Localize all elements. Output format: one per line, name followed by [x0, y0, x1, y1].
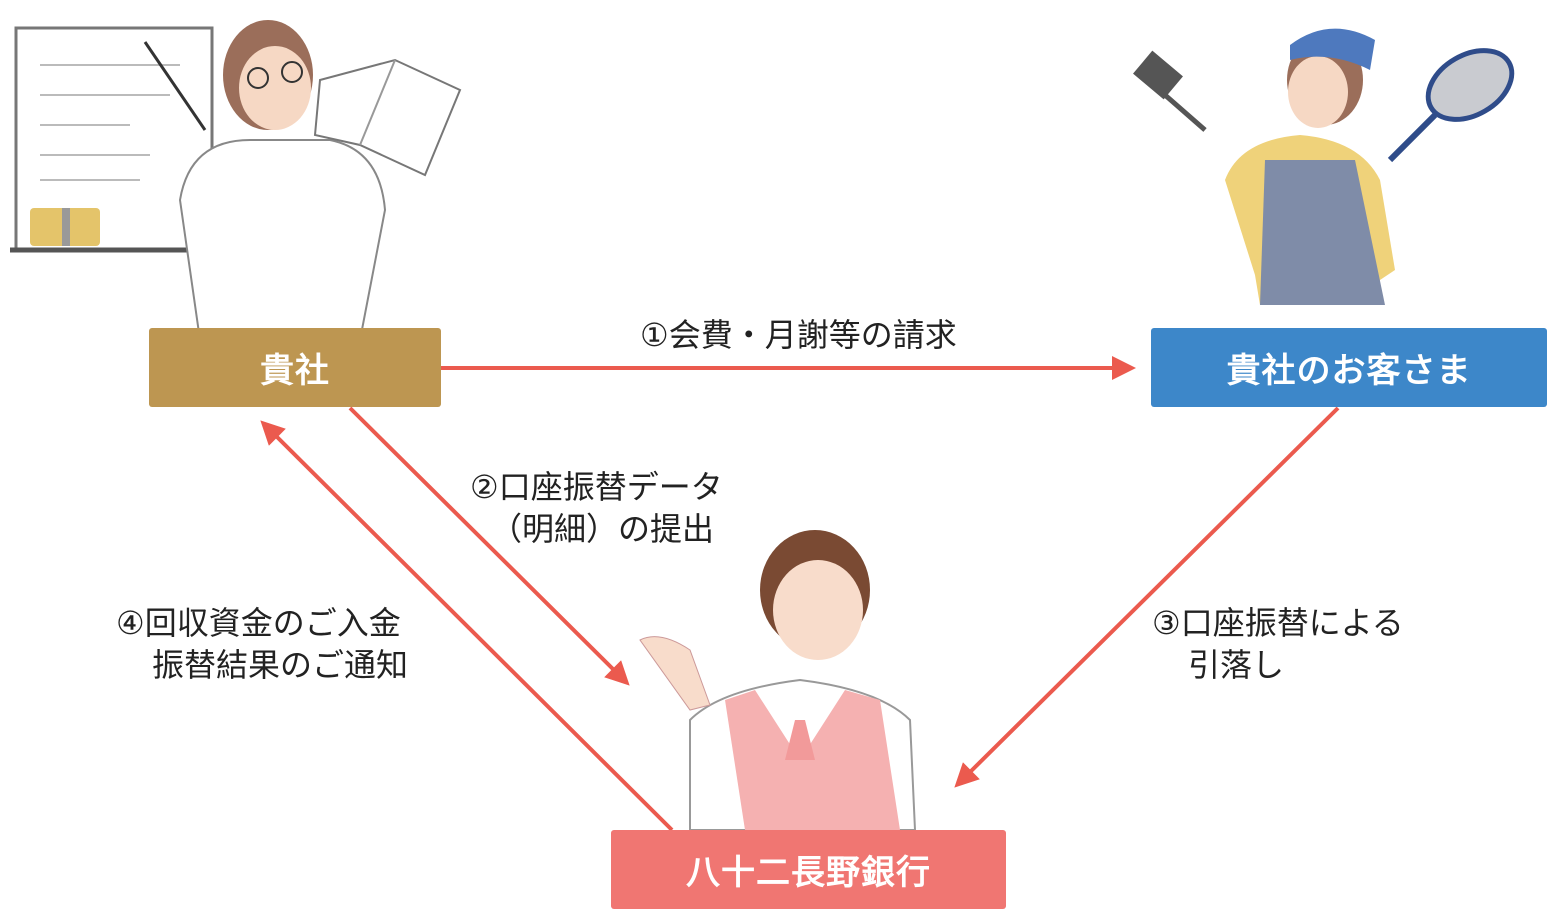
- node-company: 貴社: [149, 328, 441, 407]
- teacher-illustration: [10, 20, 462, 341]
- step4-line1: ④回収資金のご入金: [116, 604, 401, 642]
- node-customer: 貴社のお客さま: [1151, 328, 1547, 407]
- step3-line2: 引落し: [1188, 646, 1285, 684]
- step2-line2: （明細）の提出: [490, 510, 715, 548]
- step4-label: ④回収資金のご入金 振替結果のご通知: [116, 602, 408, 686]
- step3-label: ③口座振替による 引落し: [1152, 602, 1404, 686]
- step1-line1: ①会費・月謝等の請求: [640, 316, 957, 354]
- step2-line1: ②口座振替データ: [470, 468, 723, 506]
- step3-line1: ③口座振替による: [1152, 604, 1404, 642]
- step1-label: ①会費・月謝等の請求: [640, 314, 957, 356]
- arrow-step2: [348, 406, 630, 686]
- node-bank: 八十二長野銀行: [611, 830, 1006, 909]
- step2-label: ②口座振替データ （明細）の提出: [470, 466, 723, 550]
- bank-clerk-illustration: [639, 530, 917, 831]
- step4-line2: 振替結果のご通知: [152, 646, 409, 684]
- arrow-step3: [954, 406, 1340, 788]
- customer-illustration: [1133, 28, 1515, 305]
- arrow-step4: [260, 420, 674, 832]
